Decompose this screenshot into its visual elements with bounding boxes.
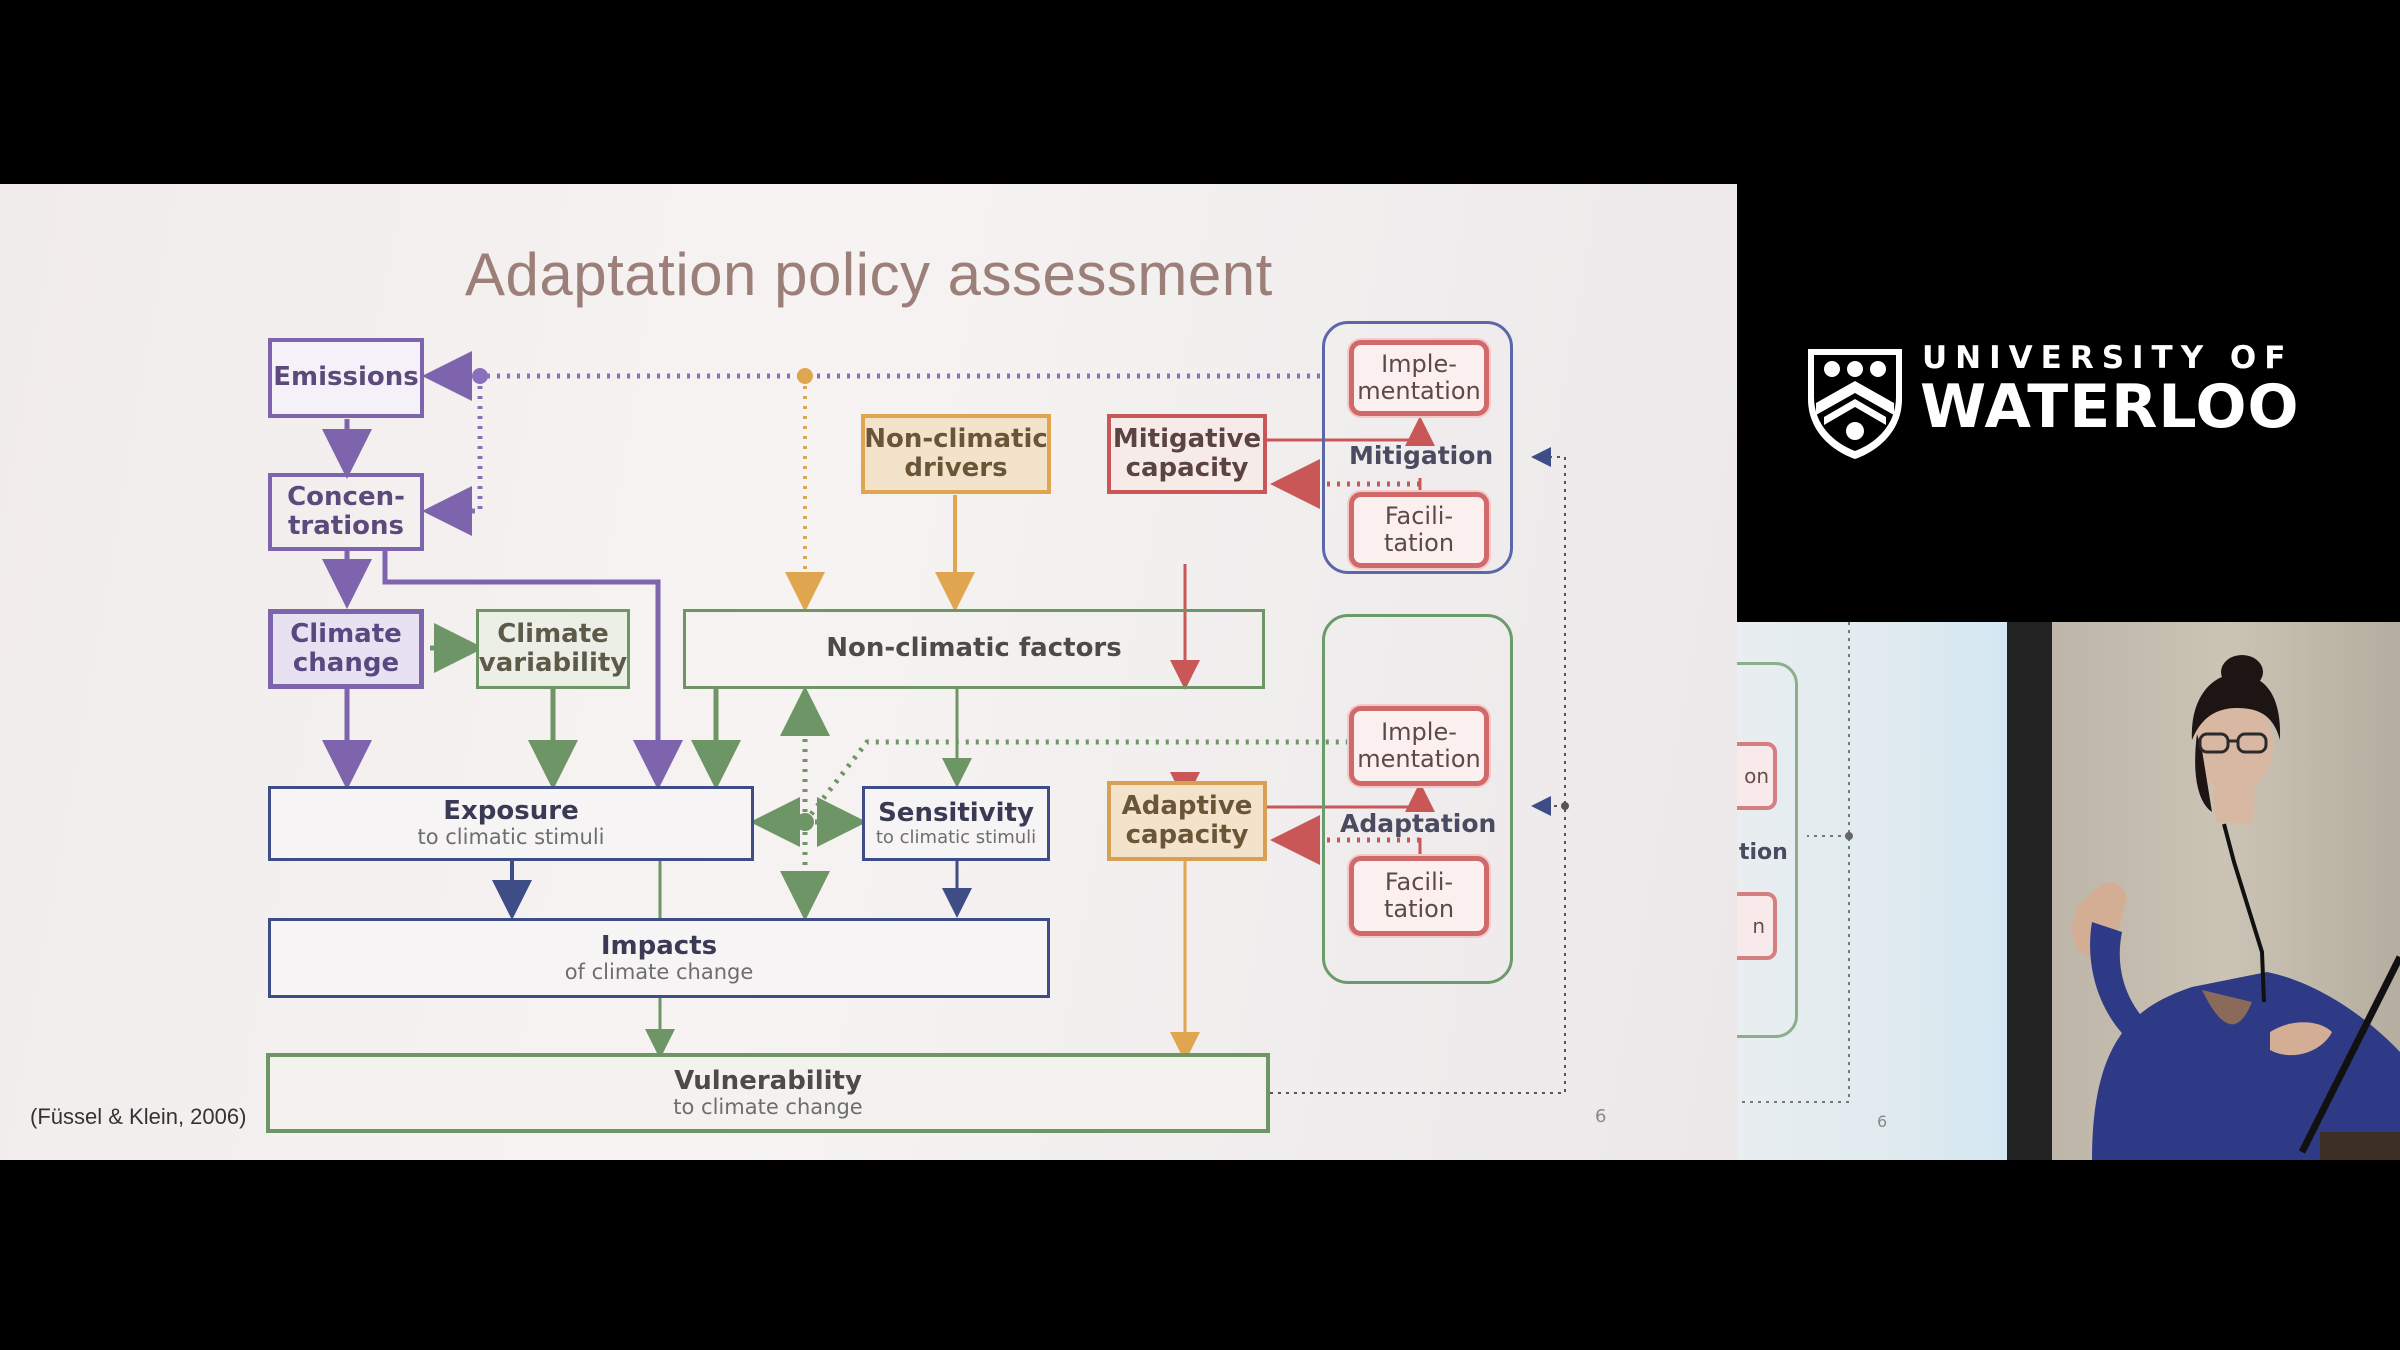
slide-citation: (Füssel & Klein, 2006) — [30, 1104, 247, 1129]
adaptive-capacity-label: Adaptive capacity — [1121, 790, 1253, 850]
sensitivity-title: Sensitivity — [878, 797, 1034, 828]
emissions-box: Emissions — [268, 338, 424, 418]
vulnerability-subtitle: to climate change — [673, 1094, 863, 1119]
climate-change-box: Climate change — [268, 609, 424, 689]
flow-diagram-connectors — [322, 351, 1569, 1094]
climate-change-label: Climate change — [290, 618, 402, 678]
adaptation-facilitation-box: Facili- tation — [1349, 856, 1489, 936]
speaker-figure — [2072, 655, 2400, 1160]
camera-screen-page-number: 6 — [1877, 1112, 1888, 1131]
mitigation-group — [1322, 321, 1513, 574]
exposure-subtitle: to climatic stimuli — [417, 825, 605, 850]
adaptation-implementation-label: Imple- mentation — [1357, 718, 1481, 773]
mitigative-capacity-label: Mitigative capacity — [1112, 423, 1262, 483]
camera-screen-dotted-line — [1737, 622, 1853, 1103]
climate-variability-box: Climate variability — [476, 609, 630, 689]
slide-title: Adaptation policy assessment — [465, 241, 1273, 308]
non-climatic-factors-box: Non-climatic factors — [683, 609, 1265, 689]
non-climatic-drivers-label: Non-climatic drivers — [864, 423, 1048, 483]
university-name-line2: WATERLOO — [1920, 372, 2300, 442]
exposure-title: Exposure — [443, 796, 579, 827]
non-climatic-drivers-box: Non-climatic drivers — [861, 414, 1051, 494]
adaptation-facilitation-label: Facili- tation — [1383, 868, 1455, 923]
adaptation-implementation-box: Imple- mentation — [1349, 706, 1489, 786]
impacts-box: Impacts of climate change — [268, 918, 1050, 998]
emissions-label: Emissions — [273, 362, 419, 393]
speaker-camera-feed: on tion n 6 — [1737, 622, 2400, 1160]
mitigation-facilitation-label: Facili- tation — [1383, 502, 1455, 557]
camera-screen-rounded-box — [1737, 662, 1798, 1038]
sensitivity-box: Sensitivity to climatic stimuli — [862, 786, 1050, 861]
adaptive-capacity-box: Adaptive capacity — [1107, 781, 1267, 861]
impacts-title: Impacts — [600, 930, 718, 961]
university-shield-icon — [1808, 349, 1902, 459]
vulnerability-box: Vulnerability to climate change — [266, 1053, 1270, 1133]
climate-variability-label: Climate variability — [478, 618, 628, 678]
non-climatic-factors-label: Non-climatic factors — [826, 633, 1122, 664]
camera-screen-fragment-2: tion — [1739, 840, 1788, 865]
mitigative-capacity-box: Mitigative capacity — [1107, 414, 1267, 494]
slide-page-number: 6 — [1595, 1106, 1607, 1127]
concentrations-box: Concen- trations — [268, 473, 424, 551]
university-name-line1: UNIVERSITY OF — [1922, 340, 2294, 376]
concentrations-label: Concen- trations — [287, 481, 405, 541]
vulnerability-title: Vulnerability — [674, 1065, 862, 1096]
mitigation-implementation-box: Imple- mentation — [1349, 340, 1489, 416]
adaptation-group — [1322, 614, 1513, 984]
camera-screen-box-bottom: n — [1737, 892, 1777, 960]
exposure-box: Exposure to climatic stimuli — [268, 786, 754, 861]
sensitivity-subtitle: to climatic stimuli — [875, 826, 1037, 848]
mitigation-implementation-label: Imple- mentation — [1357, 350, 1481, 405]
mitigation-facilitation-box: Facili- tation — [1349, 492, 1489, 568]
camera-screen-box-top: on — [1737, 742, 1777, 810]
camera-screen-fragment-3: n — [1752, 914, 1765, 938]
impacts-subtitle: of climate change — [564, 959, 754, 984]
camera-screen-fragment-1: on — [1744, 764, 1769, 788]
camera-screen-frame — [2007, 622, 2052, 1160]
presentation-slide: Adaptation policy assessment — [0, 184, 1737, 1160]
mitigation-label: Mitigation — [1349, 441, 1494, 470]
adaptation-label: Adaptation — [1340, 809, 1497, 838]
camera-projection-screen: on tion n 6 — [1737, 622, 2007, 1160]
